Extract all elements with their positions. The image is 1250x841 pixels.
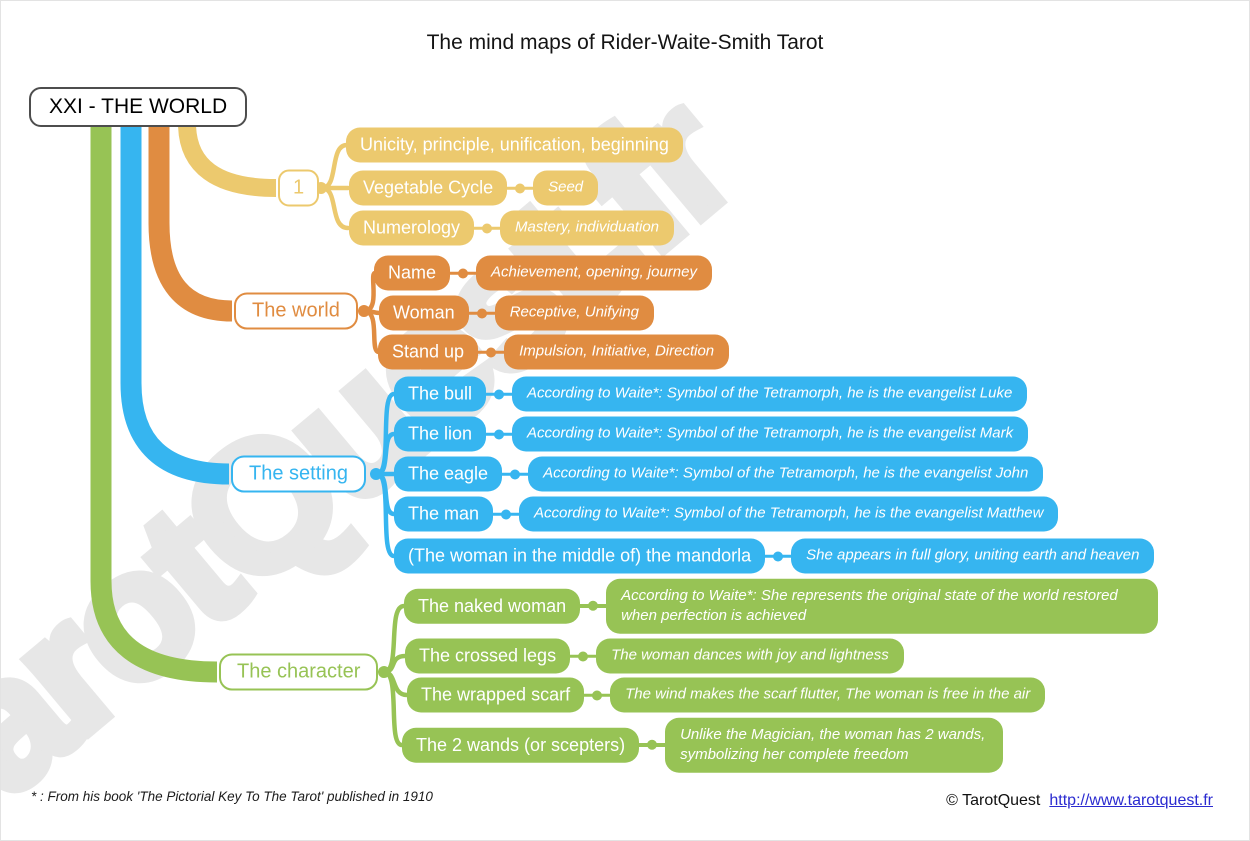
connector-dot xyxy=(580,601,606,611)
annotation-node: Achievement, opening, journey xyxy=(476,255,712,291)
connector-dot xyxy=(493,509,519,519)
node-row-numerology: Numerology Mastery, individuation xyxy=(349,210,675,246)
connector-dot xyxy=(507,183,533,193)
branch-trunk-setting xyxy=(120,123,230,485)
mindmap-node: The lion xyxy=(394,416,487,452)
annotation-node: According to Waite*: Symbol of the Tetra… xyxy=(512,376,1028,412)
branch-node-the-world: The world xyxy=(234,292,358,330)
node-row-vegetable-cycle: Vegetable Cycle Seed xyxy=(349,170,599,206)
mindmap-node: The wrapped scarf xyxy=(407,677,585,713)
annotation-node: Receptive, Unifying xyxy=(494,295,654,331)
connector-dot xyxy=(584,690,610,700)
connector-dot xyxy=(478,347,504,357)
connector-dot xyxy=(474,223,500,233)
mindmap-node: The crossed legs xyxy=(405,638,571,674)
mindmap-node: The bull xyxy=(394,376,487,412)
mindmap-node: The eagle xyxy=(394,456,503,492)
node-row-the-bull: The bull According to Waite*: Symbol of … xyxy=(394,376,1028,412)
node-row-unicity: Unicity, principle, unification, beginni… xyxy=(346,127,683,163)
connector-dot xyxy=(765,551,791,561)
junction-curve xyxy=(319,185,351,231)
node-row-naked-woman: The naked woman According to Waite*: She… xyxy=(404,578,1159,634)
junction-curve xyxy=(319,142,350,191)
branch-node-the-character: The character xyxy=(219,653,379,691)
branch-trunk-character xyxy=(90,123,218,683)
mindmap-node: Vegetable Cycle xyxy=(349,170,508,206)
copyright-link[interactable]: http://www.tarotquest.fr xyxy=(1049,792,1213,809)
connector-dot xyxy=(469,308,495,318)
branch-trunk-world xyxy=(148,123,233,322)
annotation-node: Unlike the Magician, the woman has 2 wan… xyxy=(665,717,1004,773)
node-row-mandorla: (The woman in the middle of) the mandorl… xyxy=(394,538,1155,574)
connector-dot xyxy=(450,268,476,278)
mindmap-node: The 2 wands (or scepters) xyxy=(402,727,640,763)
annotation-node: Seed xyxy=(533,170,599,206)
node-row-name: Name Achievement, opening, journey xyxy=(374,255,712,291)
node-row-woman: Woman Receptive, Unifying xyxy=(379,295,654,331)
annotation-node: According to Waite*: Symbol of the Tetra… xyxy=(528,456,1044,492)
page-title: The mind maps of Rider-Waite-Smith Tarot xyxy=(426,31,824,54)
annotation-node: According to Waite*: Symbol of the Tetra… xyxy=(519,496,1059,532)
node-row-two-wands: The 2 wands (or scepters) Unlike the Mag… xyxy=(402,717,1004,773)
branch-trunk-one xyxy=(178,122,277,197)
mindmap-node: Name xyxy=(374,255,451,291)
connector-dot xyxy=(639,740,665,750)
branch-node-the-setting: The setting xyxy=(231,455,366,493)
junction-dot xyxy=(370,468,382,480)
footnote: * : From his book 'The Pictorial Key To … xyxy=(31,789,433,804)
mindmap-node: (The woman in the middle of) the mandorl… xyxy=(394,538,766,574)
junction-dot xyxy=(358,305,370,317)
root-node: XXI - THE WORLD xyxy=(29,87,248,127)
branch-node-one: 1 xyxy=(278,169,320,207)
mindmap-node: Stand up xyxy=(378,334,479,370)
copyright-text: © TarotQuest xyxy=(946,792,1041,809)
mindmap-node: The man xyxy=(394,496,494,532)
mindmap-node: The naked woman xyxy=(404,588,581,624)
connector-dot xyxy=(502,469,528,479)
annotation-node: She appears in full glory, uniting earth… xyxy=(791,538,1155,574)
connector-dot xyxy=(570,651,596,661)
annotation-node: According to Waite*: Symbol of the Tetra… xyxy=(512,416,1029,452)
node-row-wrapped-scarf: The wrapped scarf The wind makes the sca… xyxy=(407,677,1046,713)
mindmap-node: Unicity, principle, unification, beginni… xyxy=(346,127,683,163)
mindmap-node: Numerology xyxy=(349,210,475,246)
node-row-the-eagle: The eagle According to Waite*: Symbol of… xyxy=(394,456,1044,492)
node-row-the-lion: The lion According to Waite*: Symbol of … xyxy=(394,416,1029,452)
annotation-node: Mastery, individuation xyxy=(500,210,675,246)
annotation-node: Impulsion, Initiative, Direction xyxy=(504,334,730,370)
copyright: © TarotQuest http://www.tarotquest.fr xyxy=(946,792,1213,810)
annotation-node: The wind makes the scarf flutter, The wo… xyxy=(610,677,1046,713)
junction-curve xyxy=(381,669,405,748)
node-row-stand-up: Stand up Impulsion, Initiative, Directio… xyxy=(378,334,730,370)
annotation-node: According to Waite*: She represents the … xyxy=(606,578,1159,634)
node-row-crossed-legs: The crossed legs The woman dances with j… xyxy=(405,638,904,674)
connector-dot xyxy=(486,389,512,399)
connector-dot xyxy=(486,429,512,439)
junction-dot xyxy=(378,666,390,678)
annotation-node: The woman dances with joy and lightness xyxy=(596,638,904,674)
junction-curve xyxy=(361,308,382,355)
node-row-the-man: The man According to Waite*: Symbol of t… xyxy=(394,496,1059,532)
mindmap-node: Woman xyxy=(379,295,469,331)
